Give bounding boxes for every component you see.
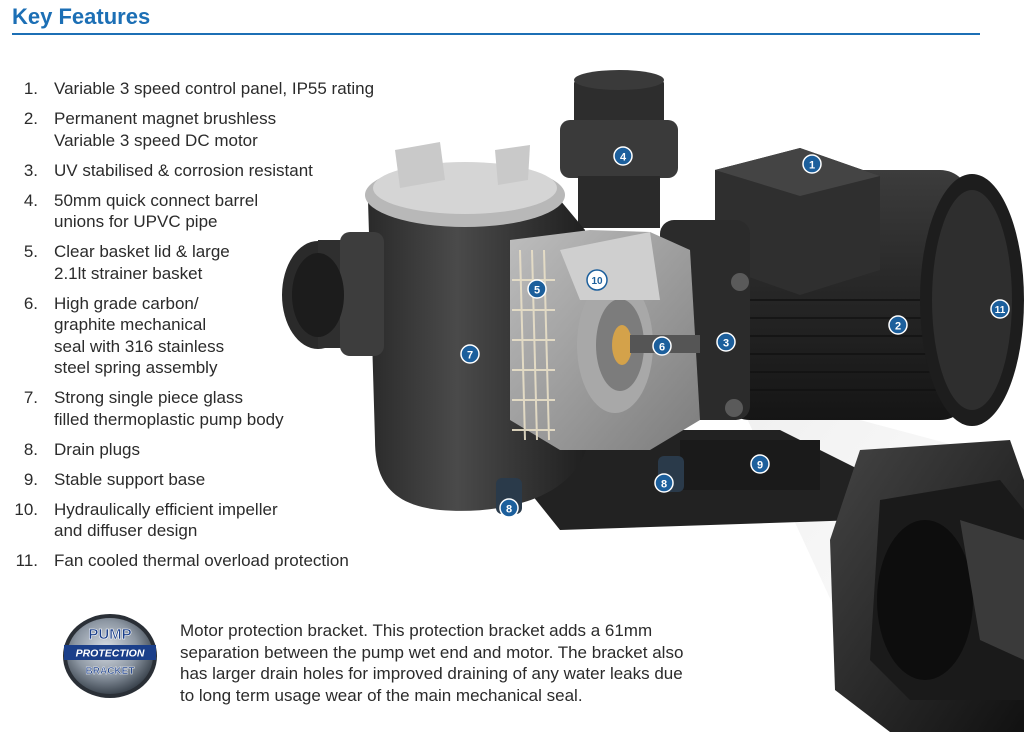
feature-item: 2. Permanent magnet brushless Variable 3… xyxy=(0,108,450,151)
feature-text: UV stabilised & corrosion resistant xyxy=(54,160,313,180)
description-line: has larger drain holes for improved drai… xyxy=(180,664,683,683)
feature-text: 2.1lt strainer basket xyxy=(54,263,203,283)
feature-number: 10. xyxy=(14,499,38,519)
svg-text:1: 1 xyxy=(809,160,815,172)
bracket-description: Motor protection bracket. This protectio… xyxy=(180,620,778,706)
callout-9: 9 xyxy=(750,454,770,474)
callout-7: 7 xyxy=(460,344,480,364)
feature-text: Strong single piece glass xyxy=(54,388,244,407)
callout-3: 3 xyxy=(716,332,736,352)
feature-text: and diffuser design xyxy=(54,521,198,540)
feature-text: Clear basket lid & large xyxy=(54,242,230,261)
feature-item: 8. Drain plugs xyxy=(0,439,450,461)
callout-4: 4 xyxy=(613,146,633,166)
feature-number: 7. xyxy=(23,388,38,407)
pump-cutaway-illustration: 1 2 3 4 5 6 7 8 xyxy=(282,70,1024,732)
feature-number: 11. xyxy=(15,551,38,570)
svg-text:10: 10 xyxy=(591,276,603,287)
feature-item: 10. Hydraulically efficient impeller and… xyxy=(0,499,450,542)
feature-text: steel spring assembly xyxy=(54,358,218,377)
feature-number: 4. xyxy=(23,190,38,210)
description-line: separation between the pump wet end and … xyxy=(180,642,684,662)
section-title: Key Features xyxy=(12,4,151,29)
callout-1: 1 xyxy=(802,154,822,174)
svg-text:8: 8 xyxy=(506,504,512,516)
badge-text-bracket: BRACKET xyxy=(86,666,135,677)
feature-item: 5. Clear basket lid & large 2.1lt strain… xyxy=(0,241,450,284)
feature-text: Hydraulically efficient impeller xyxy=(54,499,278,519)
badge-text-protection: PROTECTION xyxy=(76,648,145,660)
svg-text:4: 4 xyxy=(620,152,627,164)
feature-text: Stable support base xyxy=(54,469,206,489)
feature-list: 1. Variable 3 speed control panel, IP55 … xyxy=(0,78,450,580)
svg-text:2: 2 xyxy=(895,321,901,333)
feature-text: filled thermoplastic pump body xyxy=(54,409,284,429)
feature-item: 6. High grade carbon/ graphite mechanica… xyxy=(0,293,450,379)
feature-text: unions for UPVC pipe xyxy=(54,212,218,231)
feature-item: 3. UV stabilised & corrosion resistant xyxy=(0,160,450,182)
callout-5: 5 xyxy=(527,279,547,299)
callout-8a: 8 xyxy=(499,498,519,518)
feature-number: 9. xyxy=(23,469,38,489)
feature-item: 11. Fan cooled thermal overload protecti… xyxy=(0,550,450,572)
feature-number: 2. xyxy=(23,109,38,128)
feature-text: Variable 3 speed DC motor xyxy=(54,130,258,150)
feature-number: 6. xyxy=(23,293,38,313)
badge-text-pump: PUMP xyxy=(88,626,131,643)
feature-number: 8. xyxy=(23,439,38,459)
svg-text:11: 11 xyxy=(995,305,1006,316)
svg-text:9: 9 xyxy=(757,460,763,472)
callout-8b: 8 xyxy=(654,473,674,493)
svg-text:8: 8 xyxy=(661,479,667,491)
feature-text: Fan cooled thermal overload protection xyxy=(54,551,349,570)
callout-6: 6 xyxy=(652,336,672,356)
svg-text:7: 7 xyxy=(467,350,473,362)
feature-text: seal with 316 stainless xyxy=(54,336,225,356)
feature-text: High grade carbon/ xyxy=(54,293,199,313)
description-line: to long term usage wear of the main mech… xyxy=(180,685,583,705)
callout-2: 2 xyxy=(888,315,908,335)
svg-text:5: 5 xyxy=(534,285,540,297)
feature-item: 7. Strong single piece glass filled ther… xyxy=(0,387,450,430)
callout-10: 10 xyxy=(586,269,608,291)
callout-11: 11 xyxy=(990,299,1010,319)
feature-number: 1. xyxy=(23,79,38,98)
description-line: Motor protection bracket. This protectio… xyxy=(180,621,653,640)
svg-text:3: 3 xyxy=(723,338,729,350)
pump-protection-bracket-badge: PUMP PROTECTION BRACKET xyxy=(63,614,157,698)
feature-text: Variable 3 speed control panel, IP55 rat… xyxy=(54,79,375,98)
feature-item: 9. Stable support base xyxy=(0,469,450,491)
title-underline xyxy=(12,33,980,35)
feature-item: 1. Variable 3 speed control panel, IP55 … xyxy=(0,78,450,100)
feature-number: 3. xyxy=(23,160,38,180)
svg-text:6: 6 xyxy=(659,342,665,354)
feature-text: 50mm quick connect barrel xyxy=(54,190,259,210)
feature-item: 4. 50mm quick connect barrel unions for … xyxy=(0,190,450,233)
feature-number: 5. xyxy=(23,242,38,261)
feature-text: Drain plugs xyxy=(54,439,140,459)
feature-text: Permanent magnet brushless xyxy=(54,109,277,128)
feature-text: graphite mechanical xyxy=(54,315,207,334)
